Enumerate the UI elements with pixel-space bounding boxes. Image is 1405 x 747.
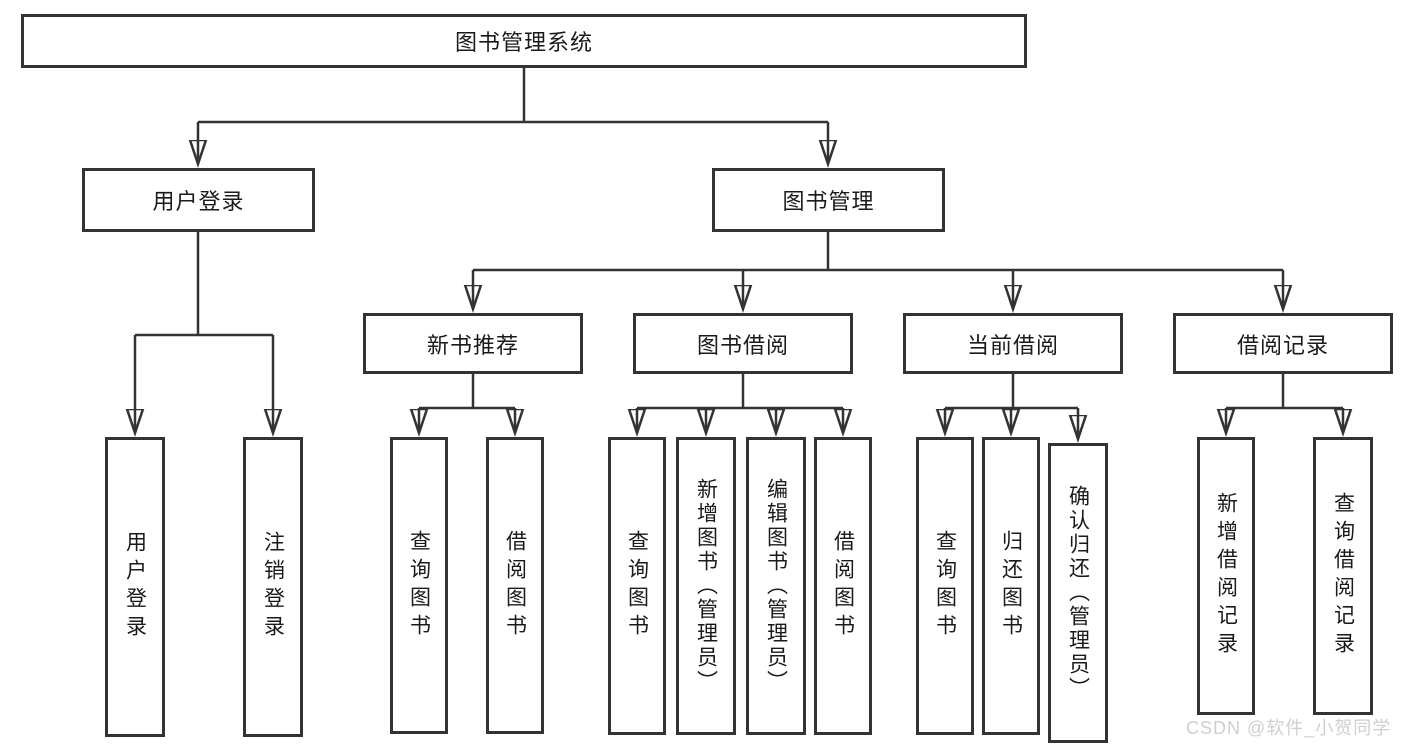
node-leaf-borrowing-borrow-books-label: 借阅图书 (831, 530, 855, 642)
node-leaf-borrowing-edit-books-label: 编辑图书（管理员） (764, 478, 788, 694)
node-leaf-borrowing-add-books-label: 新增图书（管理员） (694, 478, 718, 694)
node-user-login-label: 用户登录 (152, 189, 245, 214)
node-borrow-records: 借阅记录 (1173, 313, 1393, 374)
node-library-system-label: 图书管理系统 (454, 30, 593, 55)
node-leaf-borrowing-edit-books: 编辑图书（管理员） (746, 437, 806, 735)
node-leaf-records-query-record-label: 查询借阅记录 (1331, 492, 1355, 660)
csdn-watermark: CSDN @软件_小贺同学 (1186, 718, 1392, 738)
node-leaf-current-query-books-label: 查询图书 (933, 530, 957, 642)
node-leaf-records-add-record: 新增借阅记录 (1197, 437, 1255, 715)
node-leaf-borrowing-borrow-books: 借阅图书 (814, 437, 872, 735)
node-leaf-recommend-borrow-books-label: 借阅图书 (503, 529, 527, 642)
node-leaf-borrowing-query-books: 查询图书 (608, 437, 666, 735)
node-leaf-current-return-books-label: 归还图书 (999, 530, 1023, 642)
node-current-borrowing-label: 当前借阅 (966, 332, 1059, 358)
node-leaf-borrowing-add-books: 新增图书（管理员） (676, 437, 736, 735)
node-book-management-label: 图书管理 (782, 189, 875, 214)
node-leaf-records-add-record-label: 新增借阅记录 (1214, 492, 1238, 660)
node-book-management: 图书管理 (712, 168, 945, 232)
node-new-book-recommend-label: 新书推荐 (426, 332, 519, 358)
node-leaf-recommend-borrow-books: 借阅图书 (486, 437, 544, 734)
node-book-borrowing: 图书借阅 (633, 313, 853, 374)
node-library-system: 图书管理系统 (21, 14, 1027, 68)
node-leaf-records-query-record: 查询借阅记录 (1313, 437, 1373, 715)
node-leaf-user-login-label: 用户登录 (123, 531, 147, 643)
node-leaf-recommend-query-books: 查询图书 (390, 437, 448, 734)
node-user-login: 用户登录 (82, 168, 315, 232)
node-book-borrowing-label: 图书借阅 (696, 332, 789, 358)
node-leaf-user-login: 用户登录 (105, 437, 165, 737)
node-leaf-current-confirm-return: 确认归还（管理员） (1048, 443, 1108, 743)
node-leaf-current-return-books: 归还图书 (982, 437, 1040, 735)
node-leaf-borrowing-query-books-label: 查询图书 (625, 530, 649, 642)
node-leaf-logout-label: 注销登录 (261, 531, 285, 643)
node-leaf-recommend-query-books-label: 查询图书 (407, 529, 431, 642)
node-current-borrowing: 当前借阅 (903, 313, 1123, 374)
node-new-book-recommend: 新书推荐 (363, 313, 583, 374)
node-leaf-current-confirm-return-label: 确认归还（管理员） (1066, 485, 1090, 701)
node-leaf-current-query-books: 查询图书 (916, 437, 974, 735)
node-leaf-logout: 注销登录 (243, 437, 303, 737)
node-borrow-records-label: 借阅记录 (1236, 332, 1329, 358)
